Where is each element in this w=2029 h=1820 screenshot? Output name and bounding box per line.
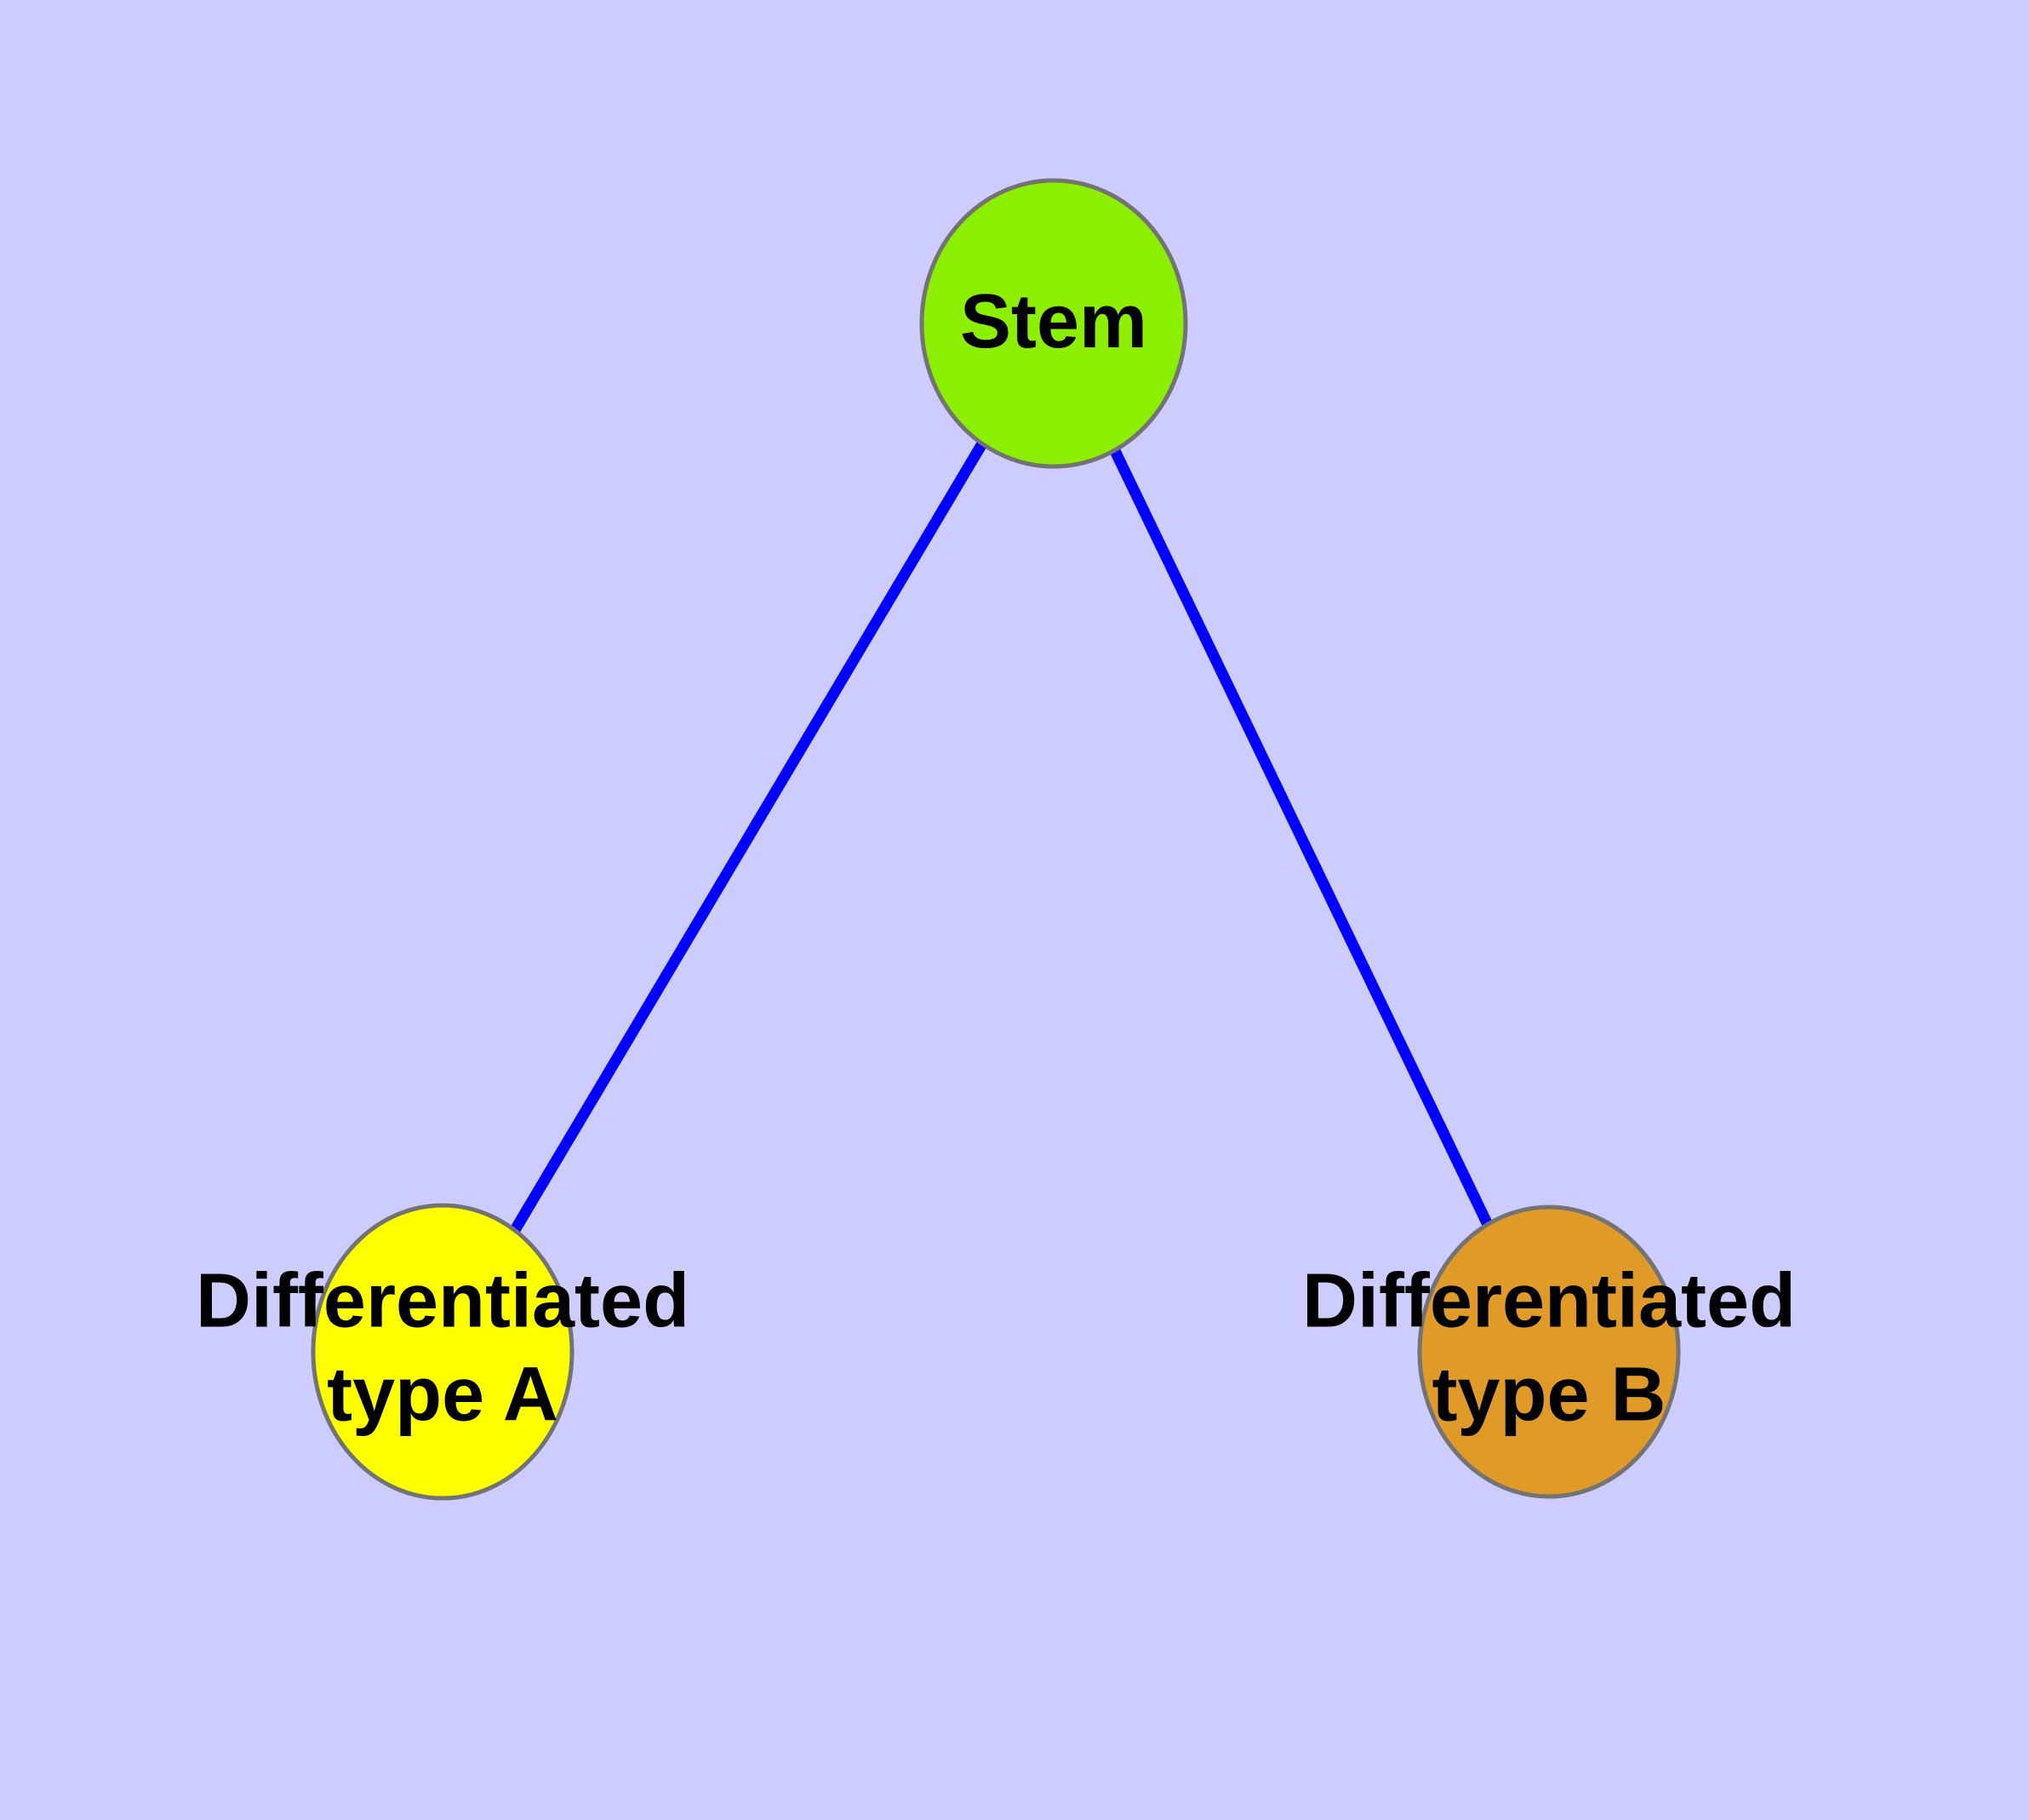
edge-stem-to-type-b[interactable] xyxy=(1049,321,1554,1354)
edge-stem-to-type-a[interactable] xyxy=(437,320,1059,1355)
node-differentiated-type-a[interactable] xyxy=(311,1203,574,1501)
node-stem[interactable] xyxy=(919,178,1188,469)
node-differentiated-type-b[interactable] xyxy=(1417,1205,1681,1499)
